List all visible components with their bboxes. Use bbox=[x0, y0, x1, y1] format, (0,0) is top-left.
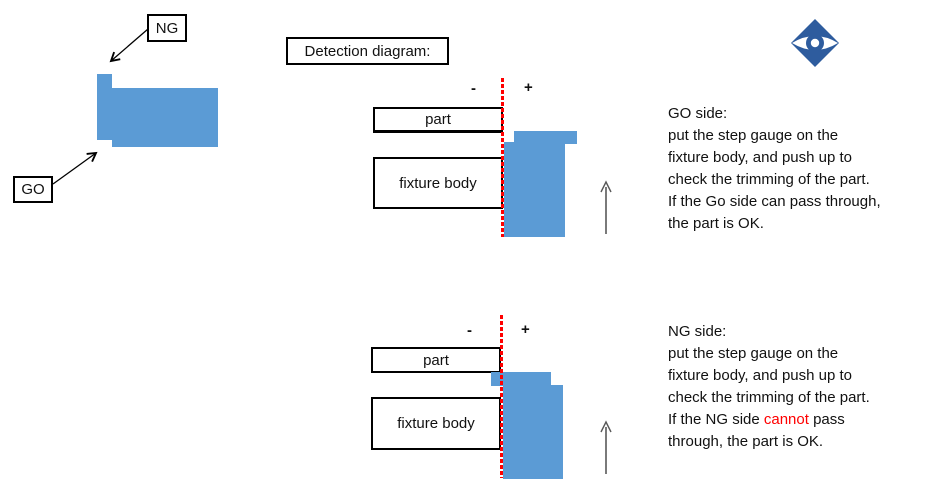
text-line: through, the part is OK. bbox=[668, 433, 824, 450]
ng-side-text: NG side: put the step gauge on the fixtu… bbox=[668, 321, 926, 453]
text-line: the part is OK. bbox=[668, 215, 764, 232]
ng-push-up-arrow-icon bbox=[600, 420, 612, 474]
ng-label-box: NG bbox=[147, 14, 187, 42]
text-line: If the NG side cannot pass bbox=[668, 409, 926, 431]
ng-gauge-body bbox=[503, 385, 563, 479]
text-segment: If the NG side bbox=[668, 411, 764, 428]
go-side-title: GO side: bbox=[668, 105, 728, 122]
ng-side-title: NG side: bbox=[668, 323, 727, 340]
ng-fixture-body-box: fixture body bbox=[371, 397, 501, 450]
text-line: check the trimming of the part. bbox=[668, 389, 870, 406]
go-side-text: GO side: put the step gauge on the fixtu… bbox=[668, 103, 926, 235]
go-trim-centerline bbox=[501, 78, 504, 237]
text-line: If the Go side can pass through, bbox=[668, 193, 881, 210]
text-line: put the step gauge on the bbox=[668, 345, 839, 362]
go-part-label: part bbox=[425, 111, 451, 128]
ng-trim-centerline bbox=[500, 315, 503, 478]
detection-diagram-title-box: Detection diagram: bbox=[286, 37, 449, 65]
ng-pointer-arrow-icon bbox=[109, 28, 149, 63]
go-part-box: part bbox=[373, 107, 503, 133]
step-gauge-body bbox=[112, 88, 218, 147]
go-fixture-body-box: fixture body bbox=[373, 157, 503, 209]
ng-plus-sign: + bbox=[521, 321, 530, 338]
text-line: fixture body, and push up to bbox=[668, 367, 853, 384]
text-line: put the step gauge on the bbox=[668, 127, 839, 144]
ng-fixture-body-label: fixture body bbox=[397, 415, 475, 432]
ng-label: NG bbox=[155, 19, 179, 37]
go-pointer-arrow-icon bbox=[52, 151, 98, 185]
step-gauge-bar bbox=[97, 74, 112, 140]
go-gauge-body bbox=[504, 142, 565, 237]
text-segment: pass bbox=[808, 411, 845, 428]
go-label-box: GO bbox=[13, 176, 53, 203]
text-line: check the trimming of the part. bbox=[668, 171, 870, 188]
detection-diagram-title: Detection diagram: bbox=[304, 42, 431, 60]
ng-part-label: part bbox=[423, 351, 449, 369]
cannot-highlight: cannot bbox=[763, 411, 809, 428]
go-label: GO bbox=[21, 181, 45, 198]
go-minus-sign: - bbox=[471, 80, 476, 97]
text-line: fixture body, and push up to bbox=[668, 149, 853, 166]
go-gauge-step-tab bbox=[514, 131, 577, 144]
go-plus-sign: + bbox=[524, 79, 533, 96]
ng-gauge-step-tab bbox=[491, 372, 551, 386]
ng-minus-sign: - bbox=[467, 322, 472, 339]
go-fixture-body-label: fixture body bbox=[399, 174, 477, 192]
eye-in-diamond-logo-icon bbox=[791, 19, 839, 67]
ng-part-box: part bbox=[371, 347, 501, 373]
go-push-up-arrow-icon bbox=[600, 180, 612, 234]
